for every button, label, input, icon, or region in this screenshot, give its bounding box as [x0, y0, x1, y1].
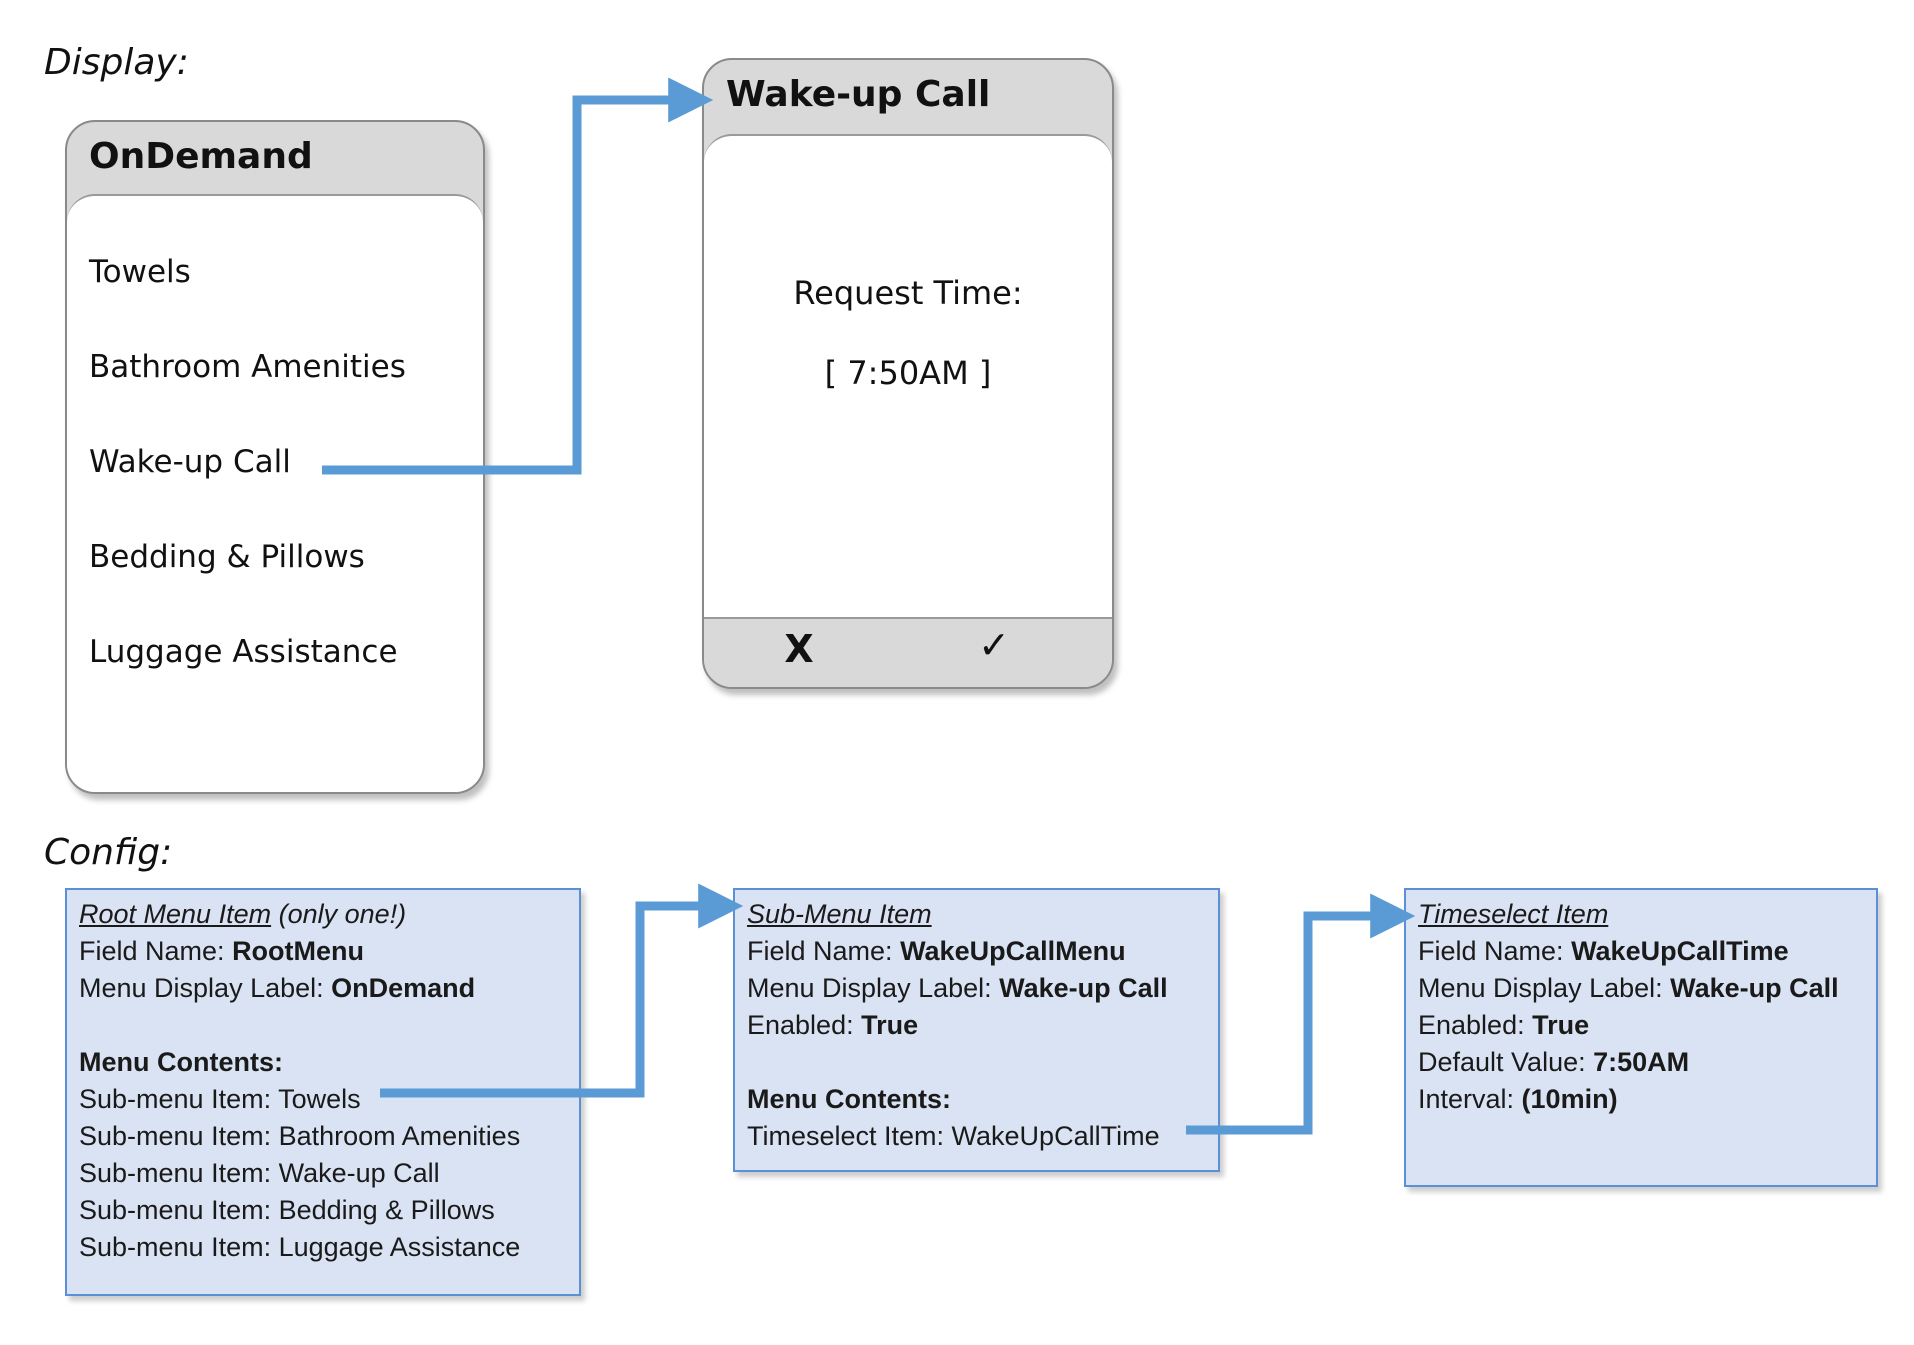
- arrow-root-to-submenu: [380, 883, 744, 1098]
- request-time-label: Request Time:: [793, 274, 1023, 312]
- root-content-bedding-pillows: Sub-menu Item: Bedding & Pillows: [79, 1195, 495, 1225]
- display-section-label: Display:: [44, 42, 189, 83]
- submenu-config-box: Sub-Menu Item Field Name: WakeUpCallMenu…: [733, 888, 1220, 1172]
- timeselect-config-heading: Timeselect Item: [1418, 899, 1609, 929]
- ondemand-screen-title: OnDemand: [89, 136, 313, 177]
- wakeup-call-screen-title: Wake-up Call: [726, 74, 991, 115]
- submenu-enabled-label: Enabled:: [747, 1010, 862, 1040]
- ondemand-screen-body: Towels Bathroom Amenities Wake-up Call B…: [67, 194, 483, 792]
- menu-item-wake-up-call[interactable]: Wake-up Call: [89, 444, 291, 480]
- arrow-wakeup-menu-to-screen: [322, 77, 714, 475]
- timeselect-display-label-value: Wake-up Call: [1670, 973, 1839, 1003]
- confirm-check-icon[interactable]: ✓: [978, 623, 1010, 667]
- root-content-bathroom-amenities: Sub-menu Item: Bathroom Amenities: [79, 1121, 521, 1151]
- menu-item-bathroom-amenities[interactable]: Bathroom Amenities: [89, 349, 406, 385]
- menu-item-bedding-pillows[interactable]: Bedding & Pillows: [89, 539, 365, 575]
- submenu-display-label-label: Menu Display Label:: [747, 973, 1000, 1003]
- root-contents-heading: Menu Contents:: [79, 1047, 283, 1077]
- timeselect-default-value: 7:50AM: [1593, 1047, 1690, 1077]
- menu-item-towels[interactable]: Towels: [89, 254, 191, 290]
- arrow-submenu-to-timeselect: [1186, 893, 1416, 1135]
- root-content-luggage-assistance: Sub-menu Item: Luggage Assistance: [79, 1232, 521, 1262]
- cancel-button[interactable]: X: [784, 627, 814, 671]
- submenu-content-timeselect: Timeselect Item: WakeUpCallTime: [747, 1121, 1160, 1151]
- root-content-wake-up-call: Sub-menu Item: Wake-up Call: [79, 1158, 440, 1188]
- timeselect-interval-value: (10min): [1521, 1084, 1618, 1114]
- timeselect-display-label-label: Menu Display Label:: [1418, 973, 1671, 1003]
- timeselect-field-name-value: WakeUpCallTime: [1571, 936, 1789, 966]
- ondemand-screen: OnDemand Towels Bathroom Amenities Wake-…: [65, 120, 485, 794]
- root-display-label-value: OnDemand: [331, 973, 476, 1003]
- root-field-name-label: Field Name:: [79, 936, 233, 966]
- config-section-label: Config:: [44, 832, 173, 873]
- request-time-value[interactable]: [ 7:50AM ]: [824, 354, 992, 392]
- root-field-name-value: RootMenu: [232, 936, 365, 966]
- timeselect-enabled-label: Enabled:: [1418, 1010, 1533, 1040]
- submenu-enabled-value: True: [861, 1010, 919, 1040]
- root-config-heading: Root Menu Item: [79, 899, 272, 929]
- submenu-config-heading: Sub-Menu Item: [747, 899, 932, 929]
- timeselect-default-label: Default Value:: [1418, 1047, 1594, 1077]
- timeselect-interval-label: Interval:: [1418, 1084, 1522, 1114]
- timeselect-config-box: Timeselect Item Field Name: WakeUpCallTi…: [1404, 888, 1878, 1187]
- timeselect-enabled-value: True: [1532, 1010, 1590, 1040]
- submenu-display-label-value: Wake-up Call: [999, 973, 1168, 1003]
- menu-item-luggage-assistance[interactable]: Luggage Assistance: [89, 634, 398, 670]
- timeselect-field-name-label: Field Name:: [1418, 936, 1572, 966]
- wakeup-call-screen: Wake-up Call Request Time: [ 7:50AM ] X …: [702, 58, 1114, 689]
- root-content-towels: Sub-menu Item: Towels: [79, 1084, 361, 1114]
- root-config-heading-note: (only one!): [271, 899, 407, 929]
- submenu-field-name-value: WakeUpCallMenu: [900, 936, 1126, 966]
- root-display-label-label: Menu Display Label:: [79, 973, 332, 1003]
- submenu-contents-heading: Menu Contents:: [747, 1084, 951, 1114]
- wakeup-call-screen-footer: X ✓: [704, 617, 1112, 687]
- submenu-field-name-label: Field Name:: [747, 936, 901, 966]
- wakeup-call-screen-body: Request Time: [ 7:50AM ]: [704, 134, 1112, 619]
